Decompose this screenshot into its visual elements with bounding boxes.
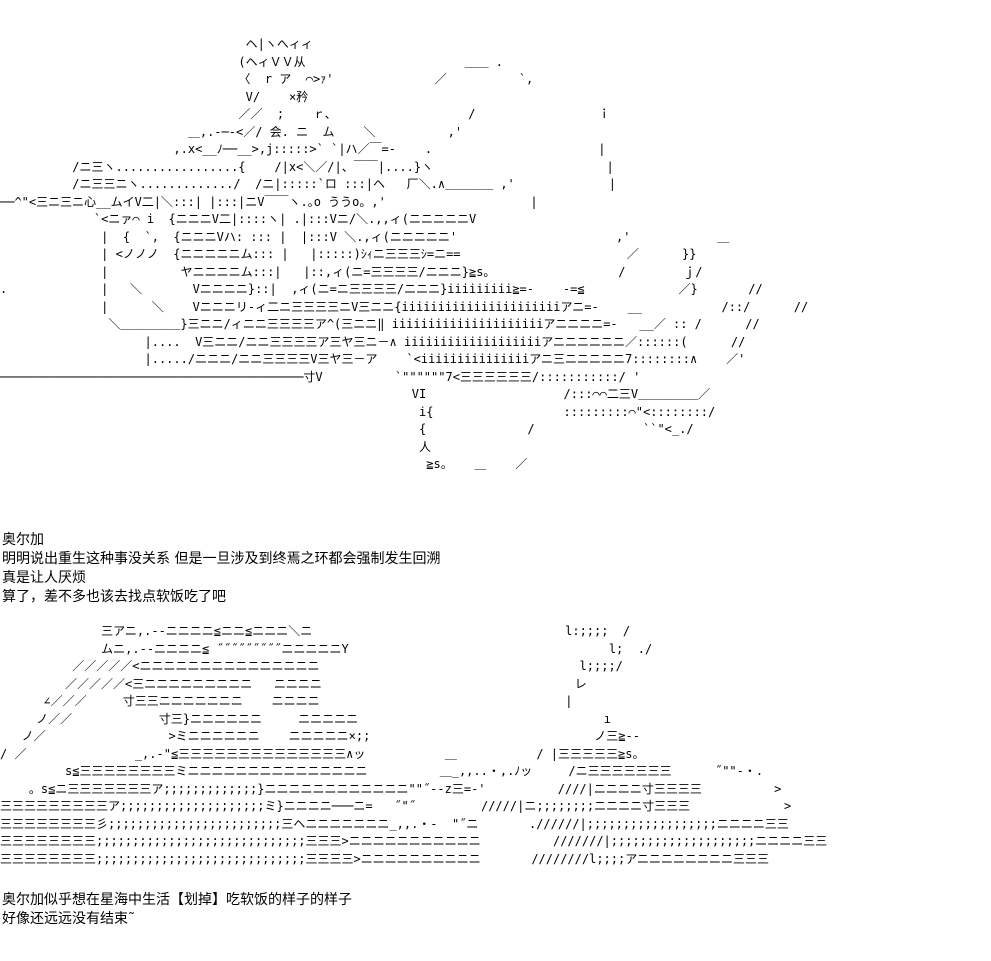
ascii-art-line: ／／ ; ｒ､ / ｉ (0, 107, 611, 121)
ascii-art-scene-bottom: 三アニ,.-‐ニニニニ≦ニニ≦ニニニ＼ニ l:;;;; / ムニ,.-‐ニニニニ… (0, 623, 827, 868)
ascii-art-line: /ニ三ヽ.................{ /|x<＼／/|、￣￣|....}… (0, 159, 614, 174)
ascii-art-line: /ニ三三ニヽ............./ /ニ|:::::`ロ :::|ヘ 厂＼… (0, 177, 616, 191)
ascii-art-line: ノ／ >ミニニニニニニ ニニニニニ×;; ノ三≧-- (0, 729, 640, 743)
ascii-art-line: 〈 r ア ⌒>ｧ' ／ `, (0, 72, 534, 86)
ascii-art-line: ──^"<三ニ三ニ心__ムイV二|＼:::| |:::|ニV￣￣ヽ.｡o ううo… (0, 194, 538, 209)
ascii-art-line: VI /:::⌒⌒二三V＿＿＿＿＿／ (0, 387, 711, 401)
ascii-art-line: ＿,.-─‐<／/ 会. ニ ム ＼ ,' (0, 124, 463, 139)
ascii-art-line: |...../ニニニ/ニニ三三三三V三ヤ三－ア `<iiiiiiiiiiiiii… (0, 352, 746, 366)
ascii-art-line: ≧s。 ＿ ／ (0, 457, 528, 471)
ascii-art-line: ,.x<__ﾉ──__>,j:::::>` `|ハ／￣=- . | (0, 142, 606, 156)
ascii-art-line: V/ ×矜 (0, 89, 309, 104)
ascii-art-line: 三三三三三三三三三ア;;;;;;;;;;;;;;;;;;;;ミ}ニニニニ───ニ… (0, 799, 792, 813)
ascii-art-line: | ＼ Vニニニリ-ィ二ニ三三三三ニV三ニニ{iiiiiiiiiiiiiiiii… (0, 299, 809, 314)
ascii-art-line: ────────────────────────────────────────… (0, 369, 641, 384)
ascii-art-line: ／／／／／<三ニニニニニニニニニ ニニニニ レ (0, 676, 587, 691)
caption-block-top: 奥尔加 明明说出重生这种事没关系 但是一旦涉及到终焉之环都会强制发生回溯 真是让… (2, 531, 440, 607)
ascii-art-line: 人 (0, 439, 432, 454)
ascii-art-line: | { `, {ニニニVハ: ::: | |:::V ＼.,ィ(ニニニニニ' ,… (0, 229, 730, 244)
caption-block-bottom: 奥尔加似乎想在星海中生活【划掉】吃软饭的样子的样子 好像还远远没有结束˜ (2, 891, 352, 929)
ascii-art-line: | <ノノノ {ニニニニニム::: | |:::::)ｼｨニ三三三ｼ=ニ== ／… (0, 247, 697, 261)
ascii-art-line: 三三三三三三三三;;;;;;;;;;;;;;;;;;;;;;;;;;;;;三三三… (0, 834, 828, 848)
ascii-art-line: s≦三三三三三三三三ミニニニニニニニニニニニニニニニ ＿_,,..・,.ﾉッ /… (0, 764, 764, 778)
caption-line: 奥尔加似乎想在星海中生活【划掉】吃软饭的样子的样子 (2, 892, 352, 908)
ascii-art-line: (ヘィＶＶ从 ＿＿ . (0, 54, 504, 69)
ascii-art-line: ノ／／ 寸三}ニニニニニニ ニニニニニ ı (0, 711, 612, 726)
ascii-art-line: 三アニ,.-‐ニニニニ≦ニニ≦ニニニ＼ニ l:;;;; / (0, 624, 631, 638)
ascii-art-line: i{ :::::::::⌒"<::::::::/ (0, 404, 716, 419)
ascii-art-line: ∠／／／ 寸三三ニニニニニニニ ニニニニ | (0, 694, 573, 708)
caption-line: 好像还远远没有结束˜ (2, 911, 135, 927)
caption-line: 明明说出重生这种事没关系 但是一旦涉及到终焉之环都会强制发生回溯 (2, 551, 441, 567)
speaker-name: 奥尔加 (2, 532, 44, 548)
ascii-art-line: ／／／／／<ニニニニニニニニニニニニニニニ l;;;;/ (0, 659, 623, 673)
caption-line: 算了，差不多也该去找点软饭吃了吧 (2, 589, 226, 605)
ascii-art-line: 三三三三三三三三彡;;;;;;;;;;;;;;;;;;;;;;;;三ヘニニニニニ… (0, 816, 789, 831)
caption-line: 真是让人厌烦 (2, 570, 86, 586)
ascii-art-line: 。s≦ニ三三三三三三三ア;;;;;;;;;;;;;}ニニニニニニニニニニニニ""… (0, 781, 782, 796)
ascii-art-line: 三三三三三三三三;;;;;;;;;;;;;;;;;;;;;;;;;;;;;三三三… (0, 851, 769, 866)
ascii-art-line: / ／ _,.-"≦三三三三三三三三三三三三三三∧ッ ＿ / |三三三三三≧s。 (0, 746, 645, 761)
ascii-art-line: | ヤニニニニム:::| |::,ィ(ニ=三三三三/ニニニ}≧s。 / ｊ/ (0, 264, 703, 279)
ascii-art-line: { / ``"<_./ (0, 422, 694, 436)
ascii-art-line: ムニ,.-‐ニニニニ≦ ˝˝˝˝˝˝˝˝˝ニニニニニY l; ./ (0, 641, 653, 656)
ascii-art-line: . | ＼ Vニニニニ}::| ,ィ(ニ=ニ三三三三/ニニニ}iiiiiiiii… (0, 282, 763, 296)
ascii-art-line: ＼＿＿＿＿＿}三ニニ/ィニニ三三三三ア^(三ニニ‖ iiiiiiiiiiiiii… (0, 317, 760, 331)
ascii-art-scene-top: ヘ|ヽへィィ (ヘィＶＶ从 ＿＿ . 〈 r ア ⌒>ｧ' ／ `, V/ ×矜 (0, 36, 808, 474)
ascii-art-line: `<ニァ⌒ i {ニニニV二|::::ヽ| .|:::Vニ/＼.,,ィ(ニニニニ… (0, 212, 477, 226)
ascii-art-line: |.... V三ニニ/ニニ三三三三ア三ヤ三ニ－∧ iiiiiiiiiiiiiii… (0, 334, 746, 349)
ascii-art-line: ヘ|ヽへィィ (0, 37, 313, 51)
